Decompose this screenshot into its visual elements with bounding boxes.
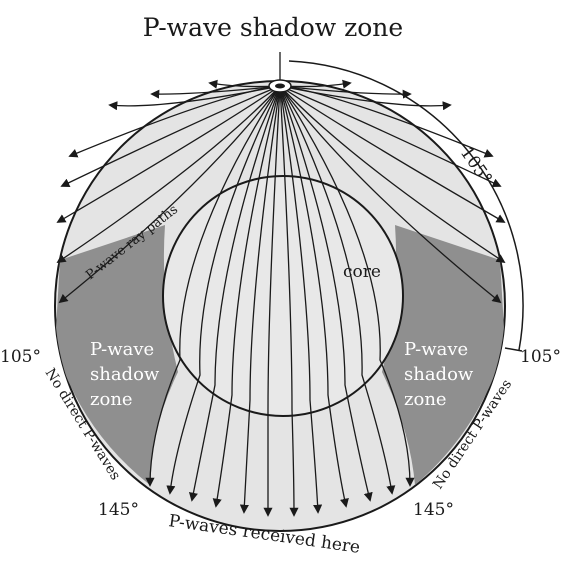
ray-path (56, 85, 281, 264)
shadow-zone-left-label-2: shadow (90, 364, 160, 385)
shadow-zone-right-label-3: zone (404, 389, 447, 410)
ray-path (108, 85, 281, 111)
page-title: P-wave shadow zone (143, 13, 403, 42)
ray-path (279, 85, 502, 187)
ray-path (263, 85, 281, 517)
ray-path (166, 85, 281, 495)
shadow-zone-right-region (382, 225, 505, 485)
core-circle (162, 175, 404, 417)
angle-145-left: 145° (98, 500, 139, 520)
ray-path (239, 85, 281, 514)
ray-path (212, 85, 281, 508)
core-label: core (343, 262, 381, 282)
ray-path (279, 85, 502, 304)
ray-path (56, 85, 281, 223)
ray-path (58, 85, 281, 304)
earthquake-focus-inner (275, 83, 285, 89)
ray-path (60, 85, 281, 187)
ray-path (188, 85, 281, 502)
shadow-zone-left-label-1: P-wave (90, 339, 154, 360)
ray-path (279, 85, 412, 99)
ray-path (279, 85, 506, 264)
ray-path (279, 85, 349, 508)
ray-path (145, 85, 281, 487)
ray-path (150, 85, 281, 99)
shadow-zone-right-label-1: P-wave (404, 339, 468, 360)
p-wave-ray-paths (56, 79, 506, 517)
ray-path (279, 85, 323, 514)
outer-105-degree-arc (288, 60, 524, 351)
shadow-zone-left-label-3: zone (90, 389, 133, 410)
ray-path (279, 85, 299, 517)
shadow-zone-right-label-2: shadow (404, 364, 474, 385)
ray-path (279, 85, 415, 487)
angle-145-right: 145° (413, 500, 454, 520)
angle-105-right: 105° (520, 347, 561, 367)
ray-path (279, 85, 452, 111)
angle-105-left: 105° (0, 347, 41, 367)
arc-end-tick (504, 347, 523, 352)
ray-path (279, 85, 396, 495)
ray-path (279, 85, 373, 502)
shadow-zone-left-region (55, 225, 178, 485)
ray-path (279, 85, 506, 223)
